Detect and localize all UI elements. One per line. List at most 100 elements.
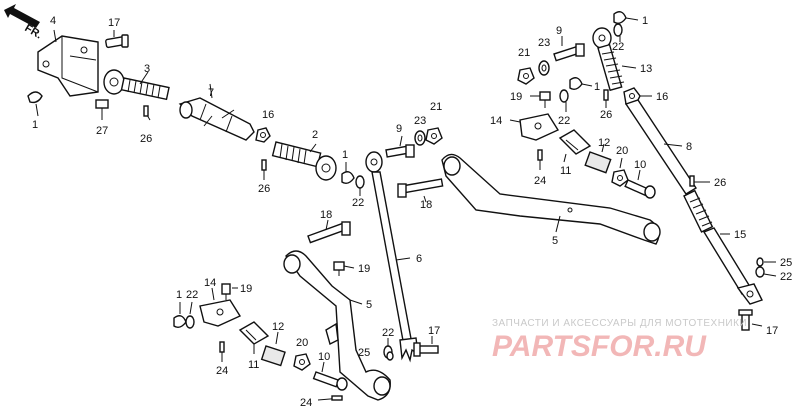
- callout-19-b: 19: [358, 263, 370, 275]
- part-26-pin-c: [603, 89, 609, 108]
- callout-10-a: 10: [634, 159, 646, 171]
- part-19-pin-c: [221, 283, 238, 300]
- callout-15: 15: [734, 229, 746, 241]
- callout-9-b: 9: [556, 25, 562, 37]
- callout-10-b: 10: [318, 351, 330, 363]
- callout-26-d: 26: [714, 177, 726, 189]
- callout-11-a: 11: [560, 165, 571, 177]
- callout-20-b: 20: [296, 337, 308, 349]
- part-24-pin-c: [317, 395, 343, 401]
- part-10-eyebolt-a: [624, 169, 656, 199]
- callout-1-top-right: 1: [642, 15, 648, 27]
- callout-21-a: 21: [430, 101, 442, 113]
- part-9-bolt-b: [553, 36, 585, 62]
- callout-2: 2: [312, 129, 318, 141]
- part-1-clip-lower: [173, 302, 187, 329]
- part-26-pin-b: [261, 159, 267, 180]
- callout-27: 27: [96, 125, 108, 137]
- part-9-bolt-a: [385, 135, 415, 158]
- part-12-sleeve-b: [260, 331, 286, 367]
- callout-17-b: 17: [428, 325, 440, 337]
- part-14-clevis-a: [509, 113, 560, 141]
- callout-22-e: 22: [558, 115, 570, 127]
- callout-22-f: 22: [780, 271, 792, 283]
- part-12-sleeve-a: [584, 143, 612, 174]
- callout-24-a: 24: [534, 175, 546, 187]
- part-19-pin-b: [333, 261, 355, 276]
- callout-24-b: 24: [216, 365, 228, 377]
- callout-22-a: 22: [352, 197, 364, 209]
- callout-14-b: 14: [204, 277, 216, 289]
- part-17-pin-c: [738, 309, 763, 331]
- part-20-nut-b: [293, 353, 311, 371]
- callout-4: 4: [50, 15, 56, 27]
- part-26-pin-a: [143, 105, 151, 121]
- part-1-clip-mid-right: [569, 77, 593, 91]
- callout-18-a: 18: [420, 199, 432, 211]
- callout-20-a: 20: [616, 145, 628, 157]
- part-5-lift-arm-lower: [283, 250, 391, 401]
- part-3-rod-end: [103, 69, 170, 101]
- part-25-washer-a: [386, 351, 394, 361]
- callout-23-a: 23: [414, 115, 426, 127]
- part-25-washer-b: [756, 257, 776, 267]
- part-1-clip-top-right: [613, 11, 639, 25]
- callout-6: 6: [416, 253, 422, 265]
- part-18-pin-b: [307, 219, 351, 244]
- callout-11-b: 11: [248, 359, 259, 371]
- part-22-washer-d: [613, 23, 623, 42]
- part-14-clevis-b: [199, 287, 242, 327]
- part-5-lift-arm-upper: [441, 153, 661, 245]
- callout-17-c: 17: [766, 325, 778, 337]
- watermark-caption: ЗАПЧАСТИ И АКСЕССУАРЫ ДЛЯ МОТОТЕХНИКИ: [492, 318, 748, 329]
- callout-1-lower: 1: [176, 289, 182, 301]
- part-10-eyebolt-b: [312, 361, 348, 391]
- callout-9-a: 9: [396, 123, 402, 135]
- callout-22-d: 22: [612, 41, 624, 53]
- watermark-logo: PARTSFOR.RU: [492, 330, 707, 363]
- part-15-lower-link: [683, 189, 763, 305]
- part-11-turnbuckle-a: [558, 129, 592, 163]
- watermark-logo-text: PARTSFOR.RU: [492, 330, 707, 363]
- callout-8: 8: [686, 141, 692, 153]
- callout-23-b: 23: [538, 37, 550, 49]
- part-13-rod-end: [592, 27, 637, 92]
- part-27-bolt: [95, 99, 109, 120]
- callout-24-c: 24: [300, 397, 312, 409]
- part-22-washer-b: [185, 301, 195, 329]
- front-direction-label: FR.: [23, 22, 44, 41]
- callout-1-left: 1: [32, 119, 38, 131]
- part-7-shaft: [178, 83, 255, 141]
- callout-7: 7: [208, 87, 214, 99]
- part-22-washer-e: [559, 89, 569, 112]
- callout-16-b: 16: [656, 91, 668, 103]
- callout-1-mid-right: 1: [594, 81, 600, 93]
- part-23-washer-b: [538, 60, 550, 76]
- part-21-nut-b: [517, 67, 535, 85]
- part-24-pin-a: [537, 149, 543, 170]
- callout-5-lower: 5: [366, 299, 372, 311]
- callout-5-upper: 5: [552, 235, 558, 247]
- callout-26-c: 26: [600, 109, 612, 121]
- part-1-clip-center: [341, 162, 355, 185]
- part-24-pin-b: [219, 341, 225, 362]
- callout-12-b: 12: [272, 321, 284, 333]
- front-direction-arrow: FR.: [4, 4, 44, 41]
- callout-18-b: 18: [320, 209, 332, 221]
- callout-22-b: 22: [186, 289, 198, 301]
- callout-13: 13: [640, 63, 652, 75]
- part-2-rod-end: [271, 141, 337, 181]
- part-19-pin-a: [530, 91, 551, 108]
- callout-12-a: 12: [598, 137, 610, 149]
- part-22-washer-a: [355, 175, 365, 196]
- part-17-pin-b: [413, 336, 439, 357]
- callout-22-c: 22: [382, 327, 394, 339]
- callout-3: 3: [144, 63, 150, 75]
- part-20-nut-a: [611, 157, 629, 187]
- part-11-turnbuckle-b: [238, 321, 270, 354]
- callout-21-b: 21: [518, 47, 530, 59]
- callout-1-center: 1: [342, 149, 348, 161]
- part-8-tube: [624, 99, 697, 195]
- part-23-washer-a: [414, 130, 426, 146]
